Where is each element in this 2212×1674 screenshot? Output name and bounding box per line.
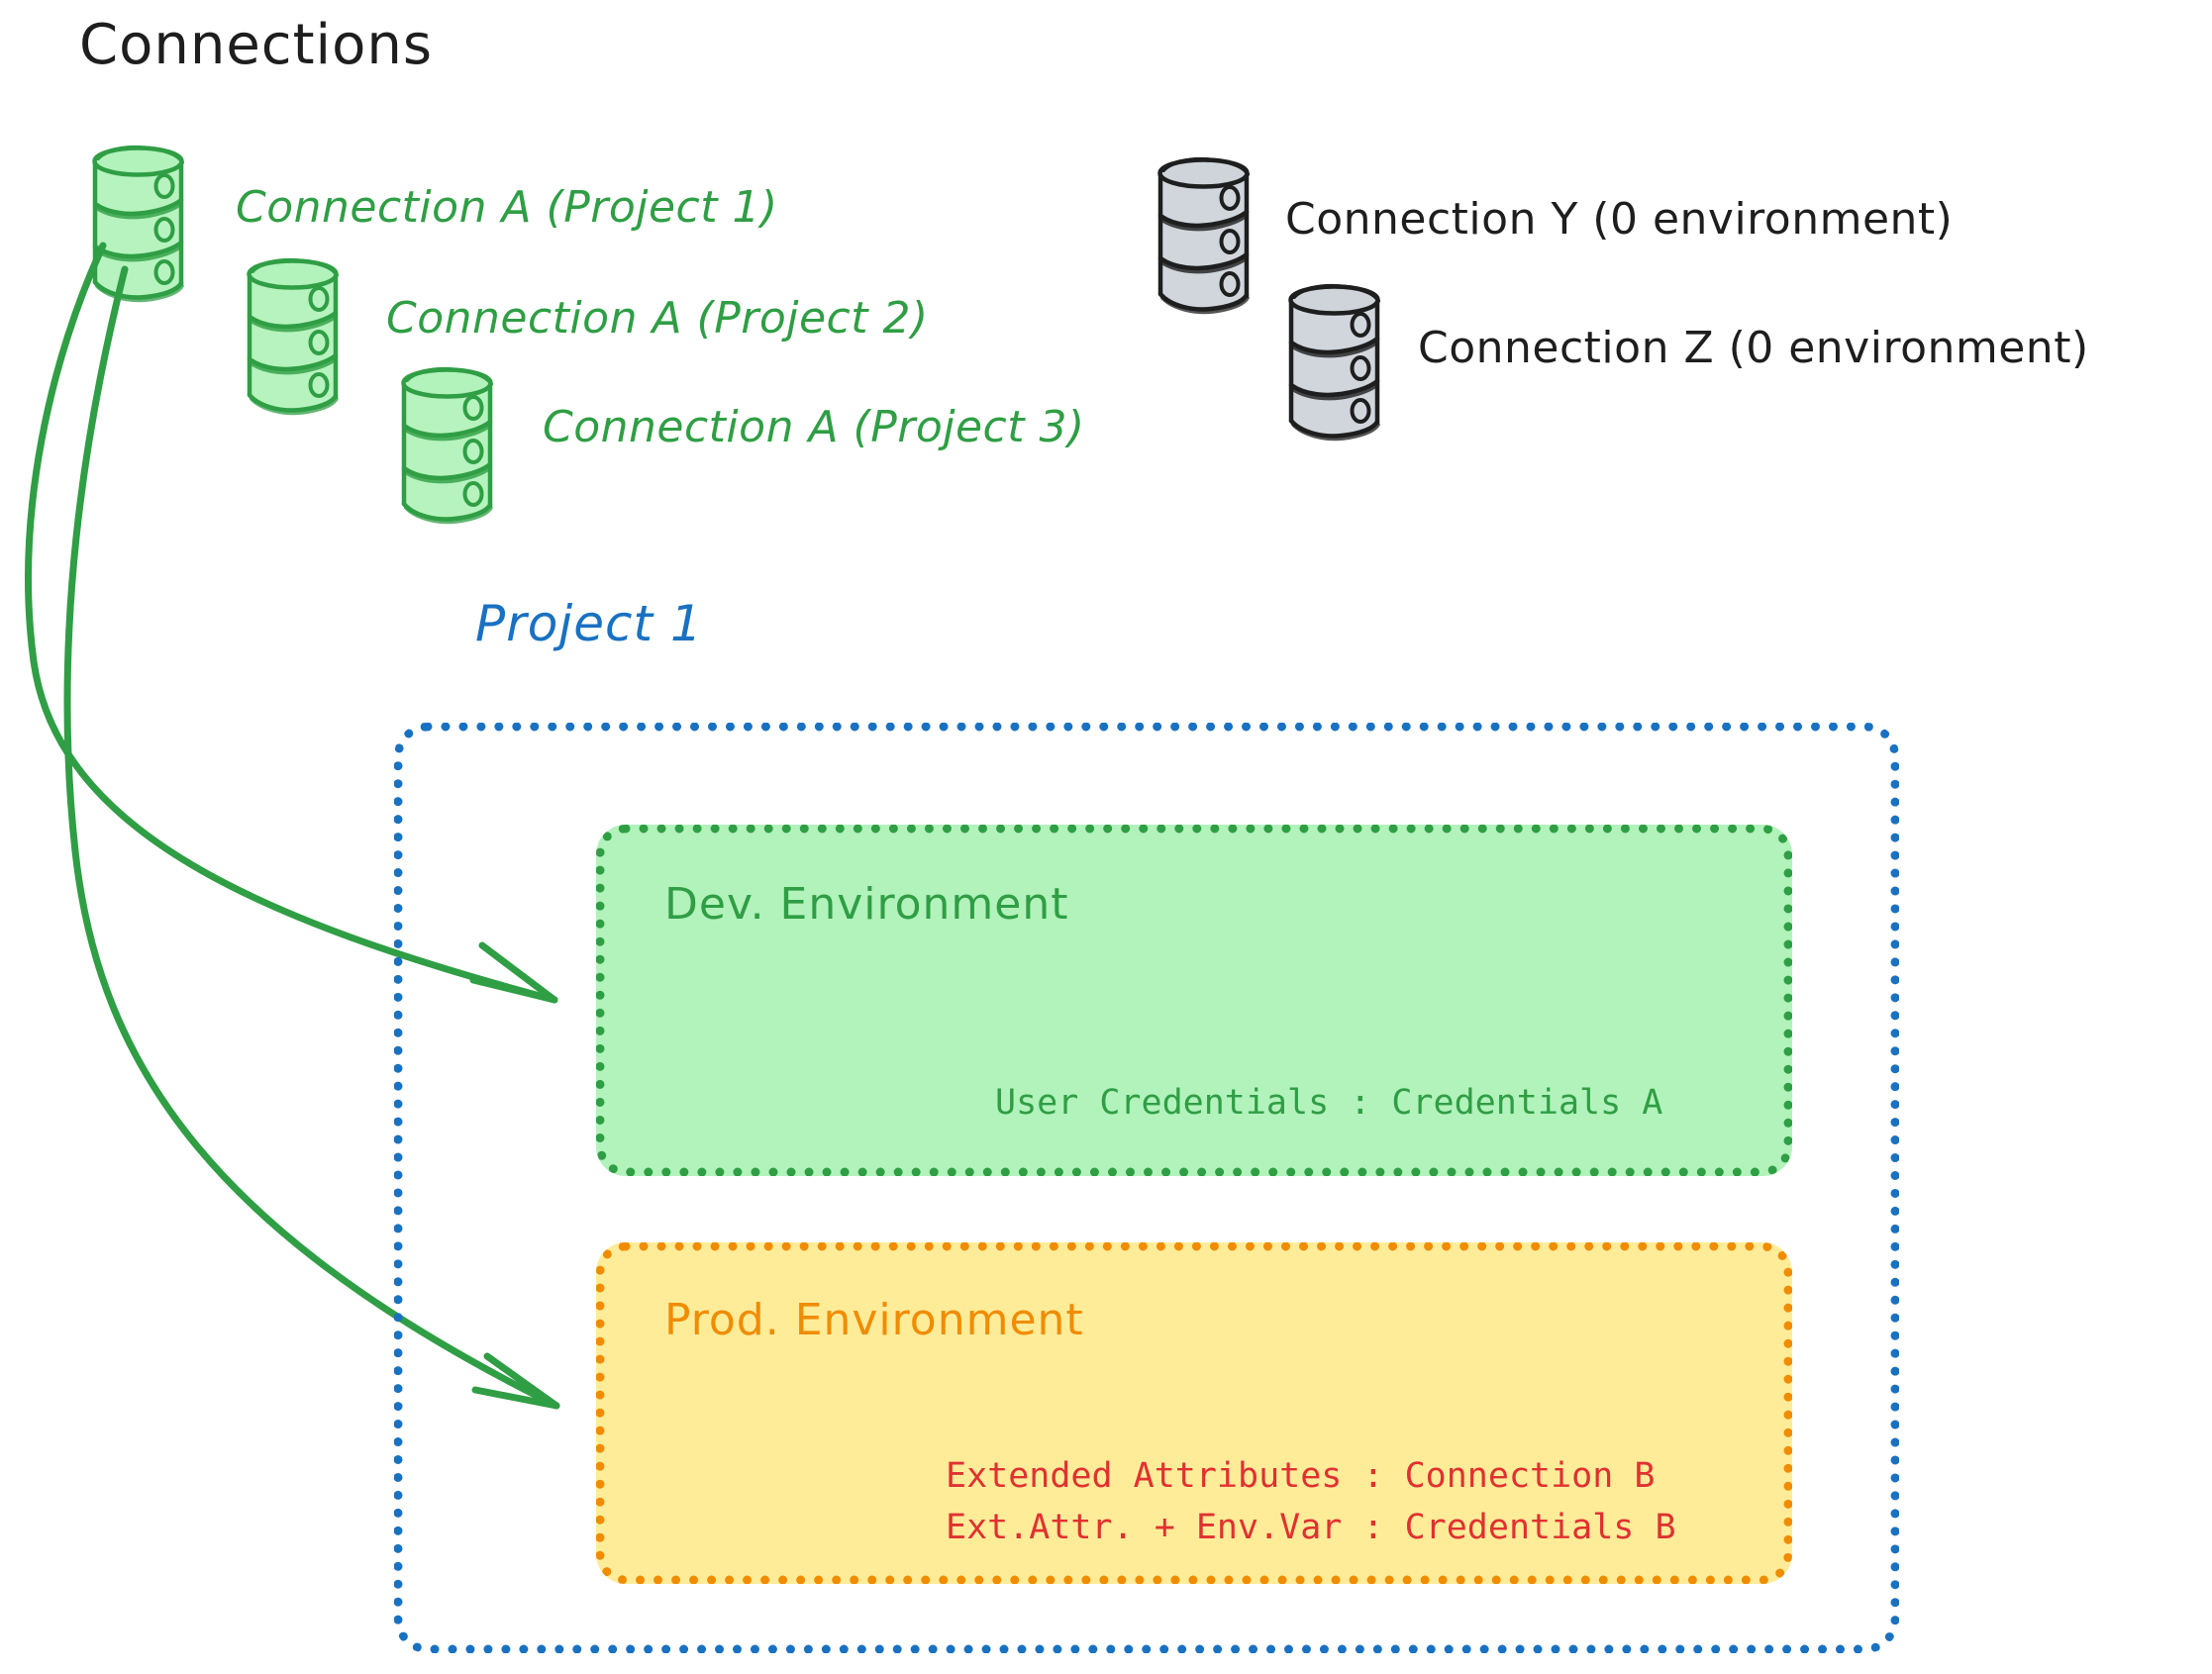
prod-environment-entry-ext-attr-env-var: Ext.Attr. + Env.Var : Credentials B bbox=[946, 1508, 1676, 1547]
dev-environment-title: Dev. Environment bbox=[664, 879, 1069, 930]
connection-label-a-project-2: Connection A (Project 2) bbox=[386, 293, 929, 344]
page-title: Connections bbox=[79, 13, 434, 77]
dev-environment-box[interactable]: Dev. Environment User Credentials : Cred… bbox=[596, 825, 1792, 1176]
database-icon-connection-a-project-2[interactable] bbox=[249, 260, 337, 414]
database-icon-connection-y[interactable] bbox=[1159, 159, 1248, 313]
connection-label-y: Connection Y (0 environment) bbox=[1285, 194, 1954, 245]
connection-label-a-project-3: Connection A (Project 3) bbox=[543, 402, 1085, 452]
project-boundary-box bbox=[394, 723, 1899, 1653]
arrow-connection-a-to-prod bbox=[63, 265, 560, 1410]
connection-label-a-project-1: Connection A (Project 1) bbox=[236, 182, 778, 233]
database-icon-connection-z[interactable] bbox=[1290, 286, 1378, 440]
database-icon-connection-a-project-3[interactable] bbox=[403, 369, 491, 523]
prod-environment-entry-extended-attributes: Extended Attributes : Connection B bbox=[946, 1456, 1656, 1496]
prod-environment-box[interactable]: Prod. Environment Extended Attributes : … bbox=[596, 1242, 1792, 1584]
prod-environment-title: Prod. Environment bbox=[664, 1295, 1084, 1345]
dev-environment-entry-user-credentials: User Credentials : Credentials A bbox=[995, 1083, 1663, 1123]
connection-label-z: Connection Z (0 environment) bbox=[1418, 323, 2089, 373]
database-icon-connection-a-project-1[interactable] bbox=[94, 148, 182, 301]
arrow-connection-a-to-dev bbox=[25, 242, 558, 1004]
project-title: Project 1 bbox=[475, 595, 703, 652]
